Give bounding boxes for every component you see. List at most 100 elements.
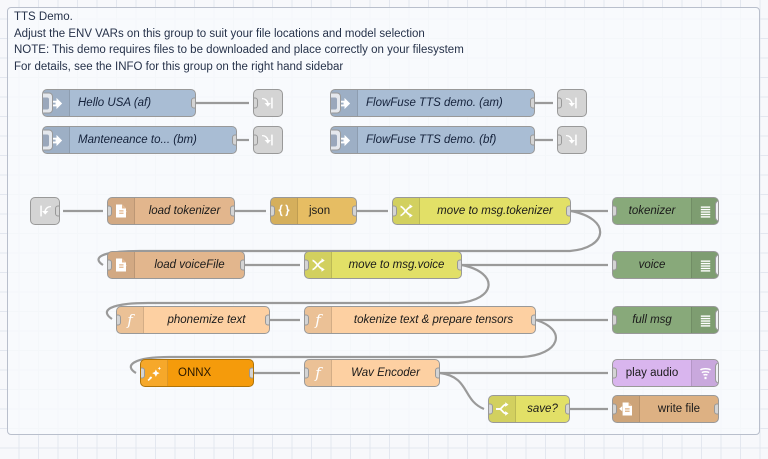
swap-icon [393, 198, 420, 224]
output-port[interactable] [435, 367, 439, 379]
node-label: Wav Encoder [351, 367, 420, 379]
inject-trigger-button[interactable] [331, 92, 341, 114]
file-write-icon [613, 396, 640, 422]
debug-toggle-button[interactable] [715, 254, 718, 276]
switch-node-save[interactable]: save? [488, 395, 570, 423]
input-port[interactable] [108, 205, 112, 217]
output-port[interactable] [240, 259, 244, 271]
function-f-icon: f [305, 360, 332, 386]
function-node-phonemize-text[interactable]: f phonemize text [116, 306, 270, 334]
output-port[interactable] [230, 205, 234, 217]
input-port[interactable] [305, 367, 309, 379]
link-out-node-2[interactable] [253, 126, 283, 154]
node-label: json [309, 205, 331, 217]
onnx-node[interactable]: ONNX [140, 359, 254, 387]
inject-node-maintenance[interactable]: Manteneance to... (bm) [42, 126, 237, 154]
link-out-node-3[interactable] [557, 89, 587, 117]
speaker-wave-icon [691, 360, 718, 386]
output-port[interactable] [566, 205, 570, 217]
input-port[interactable] [141, 367, 145, 379]
inject-node-flowfuse-bf[interactable]: FlowFuse TTS demo. (bf) [330, 126, 535, 154]
magic-wand-icon [141, 360, 168, 386]
debug-toggle-button[interactable] [715, 200, 718, 222]
change-node-move-to-voice[interactable]: move to msg.voice [304, 251, 462, 279]
output-port[interactable] [714, 403, 718, 415]
output-port[interactable] [530, 134, 534, 146]
link-out-icon [254, 90, 282, 116]
inject-node-label: Manteneance to... (bm) [78, 134, 197, 146]
inject-trigger-button[interactable] [331, 129, 341, 151]
node-label: move to msg.voice [348, 259, 445, 271]
change-node-move-to-tokenizer[interactable]: move to msg.tokenizer [392, 197, 571, 225]
inject-node-label: FlowFuse TTS demo. (bf) [366, 134, 497, 146]
json-node[interactable]: json [270, 197, 357, 225]
input-port[interactable] [108, 259, 112, 271]
output-port[interactable] [530, 97, 534, 109]
input-port[interactable] [613, 403, 617, 415]
input-port[interactable] [558, 134, 562, 146]
braces-icon [271, 198, 298, 224]
svg-text:f: f [314, 312, 323, 328]
input-port[interactable] [489, 403, 493, 415]
output-port[interactable] [232, 134, 236, 146]
node-label: play audio [625, 367, 679, 379]
debug-toggle-button[interactable] [715, 309, 718, 331]
input-port[interactable] [305, 259, 309, 271]
inject-trigger-button[interactable] [43, 129, 53, 151]
input-port[interactable] [613, 259, 617, 271]
input-port[interactable] [613, 367, 617, 379]
input-port[interactable] [613, 205, 617, 217]
function-node-wav-encoder[interactable]: f Wav Encoder [304, 359, 440, 387]
inject-trigger-button[interactable] [43, 92, 53, 114]
inject-node-flowfuse-am[interactable]: FlowFuse TTS demo. (am) [330, 89, 535, 117]
file-in-node-load-tokenizer[interactable]: load tokenizer [107, 197, 235, 225]
input-port[interactable] [271, 205, 275, 217]
swap-icon [305, 252, 332, 278]
output-port[interactable] [191, 97, 195, 109]
output-port[interactable] [457, 259, 461, 271]
file-in-node-load-voicefile[interactable]: load voiceFile [107, 251, 245, 279]
function-node-tokenize-prepare-tensors[interactable]: f tokenize text & prepare tensors [304, 306, 536, 334]
debug-node-tokenizer[interactable]: tokenizer [612, 197, 719, 225]
input-port[interactable] [305, 314, 309, 326]
debug-bars-icon [691, 198, 718, 224]
output-port[interactable] [265, 314, 269, 326]
svg-text:f: f [314, 365, 323, 381]
link-out-icon [558, 90, 586, 116]
debug-node-full-msg[interactable]: full msg [612, 306, 719, 334]
input-port[interactable] [393, 205, 397, 217]
input-port[interactable] [254, 97, 258, 109]
group-note-text: TTS Demo. Adjust the ENV VARs on this gr… [14, 11, 464, 73]
inject-node-hello-usa[interactable]: Hello USA (af) [42, 89, 196, 117]
debug-node-voice[interactable]: voice [612, 251, 719, 279]
inject-node-label: Hello USA (af) [78, 97, 152, 109]
file-read-icon [108, 252, 135, 278]
node-label: tokenize text & prepare tensors [353, 314, 514, 326]
link-out-node-4[interactable] [557, 126, 587, 154]
audio-node-play-audio[interactable]: play audio [612, 359, 719, 387]
inject-node-label: FlowFuse TTS demo. (am) [366, 97, 503, 109]
output-port[interactable] [352, 205, 356, 217]
link-out-icon [254, 127, 282, 153]
debug-bars-icon [691, 252, 718, 278]
node-label: move to msg.tokenizer [437, 205, 553, 217]
input-port[interactable] [558, 97, 562, 109]
node-label: full msg [632, 314, 672, 326]
audio-toggle-button[interactable] [715, 362, 718, 384]
output-port[interactable] [565, 403, 569, 415]
output-port[interactable] [55, 205, 59, 217]
input-port[interactable] [254, 134, 258, 146]
node-label: save? [527, 403, 558, 415]
file-out-node-write-file[interactable]: write file [612, 395, 719, 423]
function-f-icon: f [117, 307, 144, 333]
link-out-node-1[interactable] [253, 89, 283, 117]
node-label: load tokenizer [148, 205, 221, 217]
input-port[interactable] [613, 314, 617, 326]
input-port[interactable] [117, 314, 121, 326]
node-label: write file [657, 403, 701, 415]
link-in-node-1[interactable] [30, 197, 60, 225]
output-port[interactable] [249, 367, 253, 379]
node-label: voice [638, 259, 666, 271]
output-port[interactable] [531, 314, 535, 326]
